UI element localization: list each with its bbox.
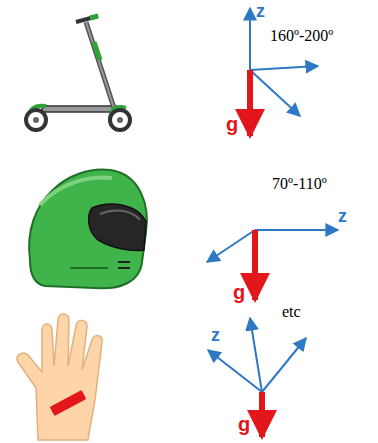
angle-range: 70º-110º	[272, 176, 327, 192]
hand-drawing	[17, 314, 102, 440]
angle-range: 160º-200º	[270, 28, 333, 44]
axes-helmet	[207, 230, 338, 300]
helmet-drawing	[29, 170, 147, 289]
axis-label: z	[256, 2, 265, 20]
axis-label: z	[338, 207, 347, 225]
axes-hand	[208, 318, 306, 437]
scooter-drawing	[26, 16, 130, 130]
note-text: etc	[282, 304, 301, 320]
gravity-label: g	[238, 414, 250, 434]
gravity-label: g	[233, 282, 245, 302]
axis-label: z	[211, 326, 220, 344]
gravity-label: g	[226, 114, 238, 134]
